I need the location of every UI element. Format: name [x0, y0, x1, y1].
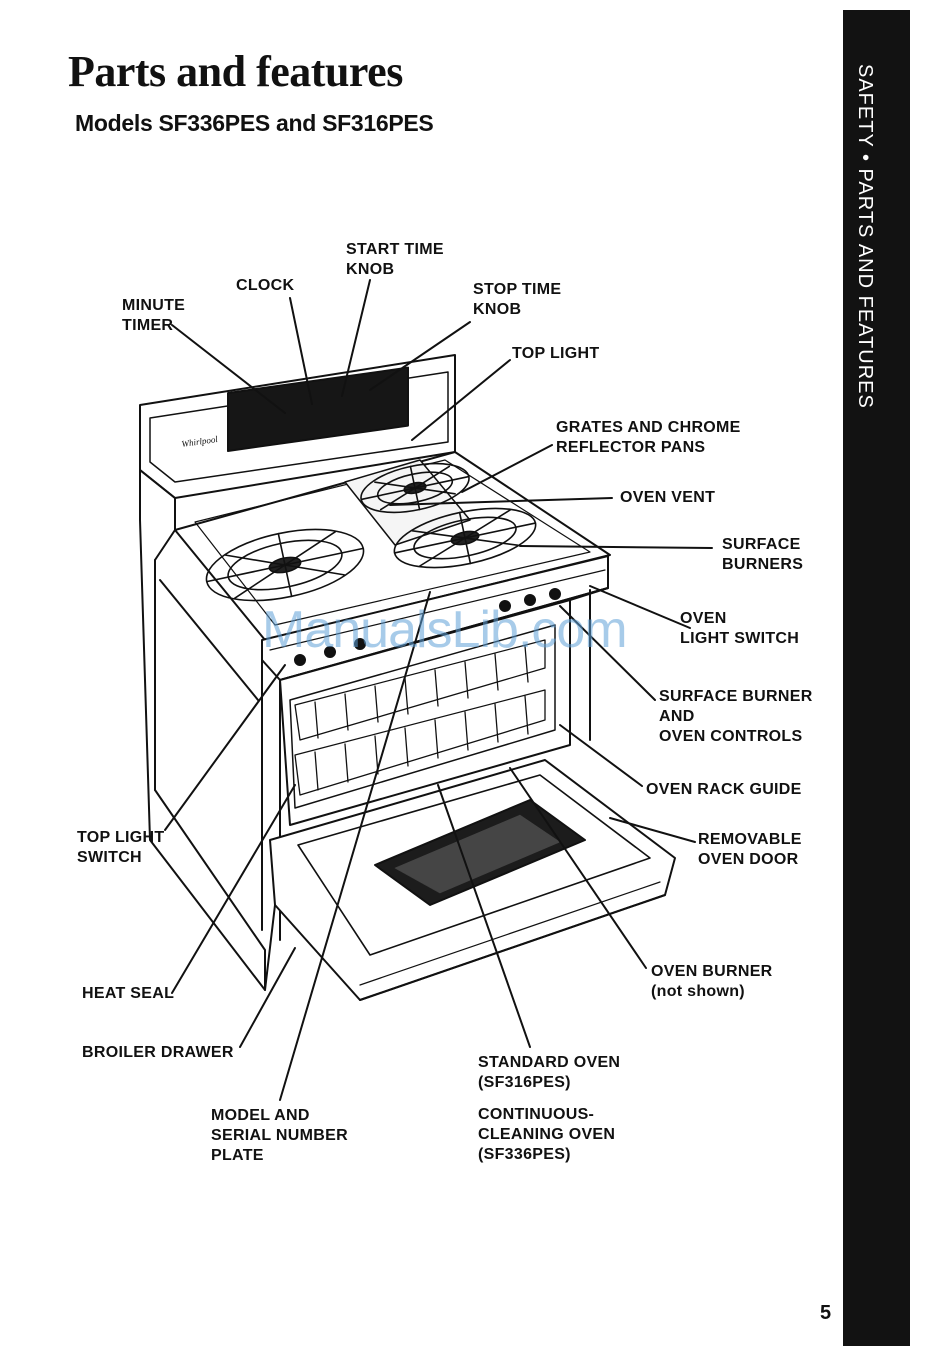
- range-body: [139, 354, 611, 991]
- control-knobs: [294, 588, 561, 666]
- callout-start-time-knob: START TIME KNOB: [346, 241, 444, 278]
- page-title: Parts and features: [68, 47, 403, 96]
- page-number: 5: [820, 1302, 832, 1324]
- callout-heat-seal: HEAT SEAL: [82, 985, 175, 1002]
- callout-stop-time-knob: STOP TIME KNOB: [473, 281, 562, 318]
- callout-oven-vent: OVEN VENT: [620, 489, 716, 506]
- range-illustration: Whirlpool: [139, 354, 676, 1001]
- callout-broiler-drawer: BROILER DRAWER: [82, 1044, 234, 1061]
- callout-standard-oven: STANDARD OVEN (SF316PES): [478, 1054, 621, 1091]
- callout-surface-burner-oven-controls: SURFACE BURNER AND OVEN CONTROLS: [659, 688, 813, 745]
- side-tab-label: SAFETY • PARTS AND FEATURES: [854, 64, 876, 409]
- oven-racks: [294, 639, 546, 796]
- callout-oven-light-switch: OVEN LIGHT SWITCH: [680, 610, 800, 647]
- callout-grates-reflector-pans: GRATES AND CHROME REFLECTOR PANS: [556, 419, 741, 456]
- side-section-tab: SAFETY • PARTS AND FEATURES: [843, 10, 910, 1346]
- callout-leaders: [164, 279, 713, 1101]
- callout-minute-timer: MINUTE TIMER: [122, 297, 186, 334]
- callout-top-light: TOP LIGHT: [512, 345, 600, 362]
- callout-top-light-switch: TOP LIGHT SWITCH: [77, 829, 165, 866]
- callout-oven-rack-guide: OVEN RACK GUIDE: [646, 781, 802, 798]
- callout-surface-burners: SURFACE BURNERS: [722, 536, 804, 573]
- burner-grates: [205, 462, 537, 602]
- callout-clock: CLOCK: [236, 277, 295, 294]
- callout-continuous-cleaning-oven: CONTINUOUS- CLEANING OVEN (SF336PES): [478, 1106, 616, 1163]
- callout-model-serial-plate: MODEL AND SERIAL NUMBER PLATE: [211, 1107, 348, 1164]
- oven-door: [264, 759, 676, 1001]
- page-subtitle: Models SF336PES and SF316PES: [75, 110, 434, 136]
- callout-removable-oven-door: REMOVABLE OVEN DOOR: [698, 831, 802, 868]
- callout-oven-burner: OVEN BURNER (not shown): [651, 963, 773, 1000]
- watermark: ManualsLib.com: [262, 601, 628, 659]
